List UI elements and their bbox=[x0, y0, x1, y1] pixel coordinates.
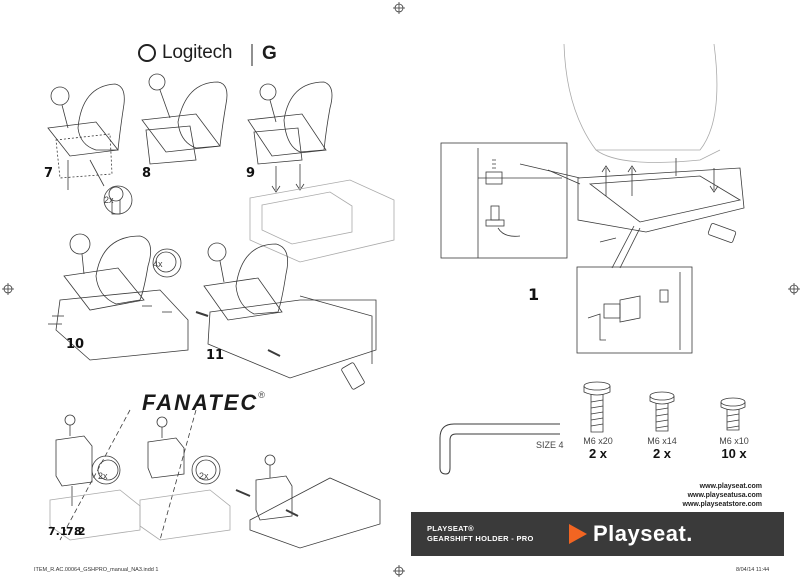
step-10: 10 bbox=[66, 337, 85, 352]
step10-illustration bbox=[48, 233, 189, 361]
product-line2: GEARSHIFT HOLDER - PRO bbox=[427, 534, 534, 543]
callout-circles bbox=[91, 185, 221, 485]
bolt-qty: 2 x bbox=[588, 446, 608, 461]
bolt-spec-m6x10: M6 x10 10 x bbox=[708, 436, 760, 461]
hex-key-illustration bbox=[439, 423, 560, 475]
step-11: 11 bbox=[206, 348, 225, 363]
callout-4x-step10: 4x bbox=[153, 259, 163, 269]
playseat-wordmark: Playseat. bbox=[593, 521, 693, 546]
logitech-g-mark: G bbox=[262, 43, 277, 64]
seat-illustration bbox=[563, 43, 745, 243]
bolt-spec-label: M6 x14 bbox=[647, 436, 677, 446]
fanatec-registered: ® bbox=[258, 390, 265, 400]
detail-box-bottom bbox=[576, 225, 693, 354]
step11-illustration bbox=[195, 242, 377, 390]
step-9: 9 bbox=[246, 166, 256, 181]
logitech-wordmark: Logitech bbox=[162, 42, 233, 63]
footer-date: 8/04/14 11:44 bbox=[736, 567, 770, 573]
url-playseat[interactable]: www.playseat.com bbox=[699, 483, 762, 490]
logitech-swirl-icon bbox=[138, 44, 156, 62]
fanatec-illustrations bbox=[49, 409, 381, 549]
url-playseatstore[interactable]: www.playseatstore.com bbox=[682, 501, 763, 508]
step-8-fanatec: 8 bbox=[74, 525, 82, 538]
callout-2x-fanatec-a: 2x bbox=[98, 471, 108, 481]
bolt-qty: 10 x bbox=[721, 446, 747, 461]
detail-box-top bbox=[440, 142, 581, 259]
url-list: www.playseat.com www.playseatusa.com www… bbox=[640, 482, 763, 509]
url-playseatusa[interactable]: www.playseatusa.com bbox=[687, 492, 762, 499]
logitech-logo: Logitech bbox=[138, 42, 232, 64]
bolt-spec-m6x14: M6 x14 2 x bbox=[636, 436, 688, 461]
footer-file: ITEM_R.AC.00064_GSHPRO_manual_NA3.indd 1 bbox=[34, 567, 159, 573]
callout-2x-fanatec-b: 2x bbox=[199, 471, 209, 481]
bolt-illustrations bbox=[583, 381, 746, 433]
product-title: PLAYSEAT® GEARSHIFT HOLDER - PRO bbox=[427, 524, 534, 544]
bolt-spec-label: M6 x10 bbox=[719, 436, 749, 446]
bolt-spec-m6x20: M6 x20 2 x bbox=[572, 436, 624, 461]
step8-illustration bbox=[141, 73, 228, 165]
fanatec-wordmark: FANATEC bbox=[142, 390, 259, 415]
bolt-spec-label: M6 x20 bbox=[583, 436, 613, 446]
product-band: PLAYSEAT® GEARSHIFT HOLDER - PRO Playsea… bbox=[411, 512, 784, 556]
step-8: 8 bbox=[142, 166, 152, 181]
playseat-play-icon bbox=[569, 524, 587, 544]
step-7-2: 7.2 bbox=[66, 525, 86, 538]
step9-illustration bbox=[247, 81, 395, 263]
step-7: 7 bbox=[44, 166, 54, 181]
step-7-1: 7.1 bbox=[48, 525, 68, 538]
playseat-logo: Playseat. bbox=[569, 521, 693, 547]
step-1: 1 bbox=[528, 285, 540, 304]
product-line1: PLAYSEAT® bbox=[427, 524, 474, 533]
callout-2x-step7: 2x bbox=[104, 195, 114, 205]
bolt-qty: 2 x bbox=[652, 446, 672, 461]
fanatec-logo: FANATEC® bbox=[142, 390, 265, 416]
hex-key-size: SIZE 4 bbox=[536, 440, 564, 450]
